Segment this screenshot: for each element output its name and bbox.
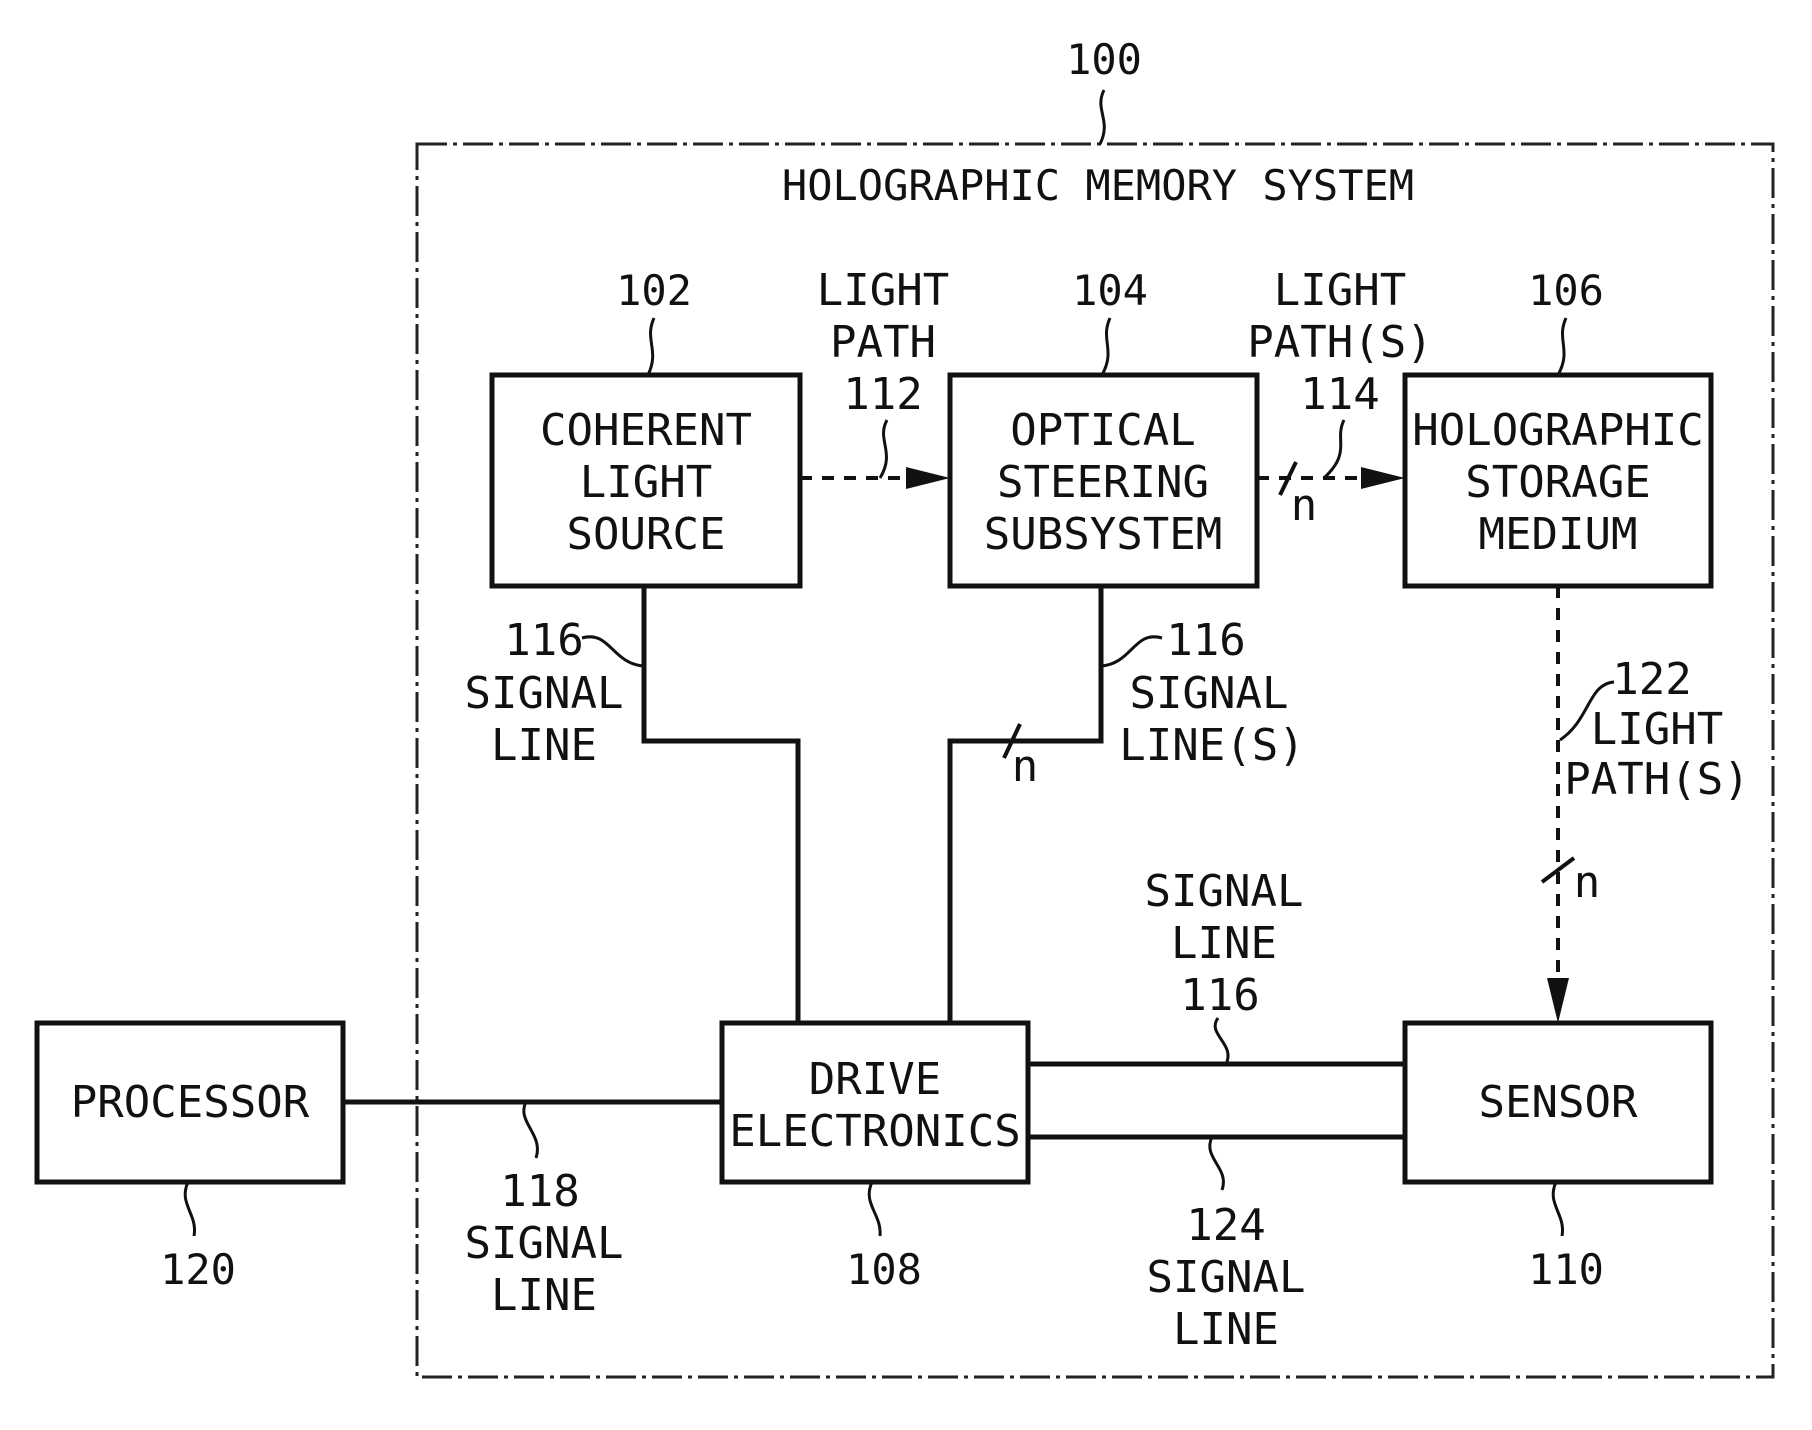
light-path-112-line-2: PATH xyxy=(830,317,936,368)
signal-line-116-steering-line-1: 116 xyxy=(1166,615,1245,666)
drive-electronics-block: DRIVE ELECTRONICS xyxy=(722,1023,1028,1182)
optical-steering-line-1: OPTICAL xyxy=(1010,405,1195,456)
drive-electronics-line-1: DRIVE xyxy=(809,1054,941,1105)
signal-line-124-line-1: 124 xyxy=(1186,1200,1265,1251)
light-path-114-line-1: LIGHT xyxy=(1274,265,1406,316)
system-ref: 100 xyxy=(1066,35,1142,84)
signal-line-116-sensor-leader xyxy=(1215,1018,1228,1064)
coherent-light-source-line-3: SOURCE xyxy=(567,509,726,560)
signal-line-116-source-line-1: 116 xyxy=(504,615,583,666)
processor-label: PROCESSOR xyxy=(71,1077,310,1128)
coherent-light-source-line-2: LIGHT xyxy=(580,457,712,508)
light-path-122-line-1: 122 xyxy=(1612,654,1691,705)
holographic-storage-line-1: HOLOGRAPHIC xyxy=(1412,405,1703,456)
coherent-light-source-ref: 102 xyxy=(616,266,692,315)
signal-line-118-leader xyxy=(524,1102,538,1158)
signal-line-116-source-line-2: SIGNAL xyxy=(465,668,624,719)
light-path-122-bus-count: n xyxy=(1574,857,1601,908)
signal-line-118-line-2: SIGNAL xyxy=(465,1218,624,1269)
system-ref-leader xyxy=(1100,90,1104,144)
signal-line-116-sensor-line-2: LINE xyxy=(1171,918,1277,969)
light-path-112-arrowhead xyxy=(906,467,950,489)
holographic-storage-ref-leader xyxy=(1558,318,1566,375)
holographic-storage-line-3: MEDIUM xyxy=(1479,509,1638,560)
coherent-light-source-line-1: COHERENT xyxy=(540,405,752,456)
light-path-112-leader xyxy=(880,420,887,478)
coherent-light-source-ref-leader xyxy=(648,318,654,375)
optical-steering-ref-leader xyxy=(1102,318,1110,375)
holographic-storage-line-2: STORAGE xyxy=(1465,457,1650,508)
light-path-114-leader xyxy=(1324,420,1344,478)
light-path-112-line-3: 112 xyxy=(843,369,922,420)
coherent-light-source-block: COHERENT LIGHT SOURCE xyxy=(492,375,800,586)
signal-line-118-line-3: LINE xyxy=(491,1270,597,1321)
signal-line-116-steering-leader xyxy=(1101,637,1162,666)
signal-line-116-sensor-line-3: 116 xyxy=(1180,970,1259,1021)
signal-line-116-steering-bus-count: n xyxy=(1012,741,1039,792)
processor-ref: 120 xyxy=(160,1245,236,1294)
optical-steering-line-2: STEERING xyxy=(997,457,1209,508)
signal-line-116-steering-line-2: SIGNAL xyxy=(1130,668,1289,719)
optical-steering-subsystem-block: OPTICAL STEERING SUBSYSTEM xyxy=(950,375,1257,586)
sensor-block: SENSOR xyxy=(1405,1023,1711,1182)
light-path-114-line-2: PATH(S) xyxy=(1247,317,1432,368)
drive-electronics-ref: 108 xyxy=(846,1245,922,1294)
signal-line-116-source-line-3: LINE xyxy=(491,720,597,771)
signal-line-124-line-2: SIGNAL xyxy=(1147,1252,1306,1303)
signal-line-116-source xyxy=(644,586,798,1023)
light-path-112-line-1: LIGHT xyxy=(817,265,949,316)
light-path-114-bus-count: n xyxy=(1291,480,1318,531)
signal-line-116-steering-line-3: LINE(S) xyxy=(1119,720,1304,771)
drive-electronics-ref-leader xyxy=(869,1182,880,1236)
signal-line-124-line-3: LINE xyxy=(1173,1304,1279,1355)
sensor-label: SENSOR xyxy=(1479,1077,1638,1128)
signal-line-116-steering xyxy=(950,586,1101,1023)
signal-line-124-leader xyxy=(1210,1137,1224,1190)
signal-line-116-sensor-line-1: SIGNAL xyxy=(1145,866,1304,917)
processor-block: PROCESSOR xyxy=(37,1023,343,1182)
light-path-122-line-2: LIGHT xyxy=(1591,704,1723,755)
sensor-ref: 110 xyxy=(1528,1245,1604,1294)
optical-steering-ref: 104 xyxy=(1072,266,1148,315)
signal-line-116-source-leader xyxy=(582,637,644,666)
light-path-122-arrowhead xyxy=(1547,978,1569,1023)
signal-line-118-line-1: 118 xyxy=(500,1166,579,1217)
system-title: HOLOGRAPHIC MEMORY SYSTEM xyxy=(782,161,1414,210)
sensor-ref-leader xyxy=(1553,1182,1562,1236)
light-path-114-arrowhead xyxy=(1361,467,1405,489)
holographic-storage-medium-block: HOLOGRAPHIC STORAGE MEDIUM xyxy=(1405,375,1711,586)
optical-steering-line-3: SUBSYSTEM xyxy=(984,509,1222,560)
light-path-114-line-3: 114 xyxy=(1300,369,1379,420)
processor-ref-leader xyxy=(185,1182,194,1236)
light-path-122-line-3: PATH(S) xyxy=(1564,754,1749,805)
holographic-storage-ref: 106 xyxy=(1528,266,1604,315)
drive-electronics-line-2: ELECTRONICS xyxy=(729,1106,1020,1157)
